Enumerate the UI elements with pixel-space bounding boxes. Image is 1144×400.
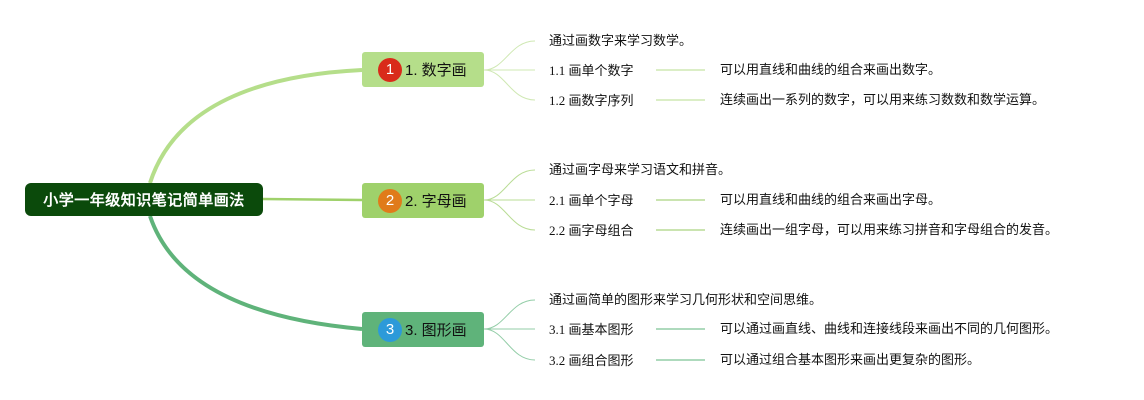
connector-branch-2-desc [483,169,536,201]
subtopic-2-2-detail[interactable]: 连续画出一组字母，可以用来练习拼音和字母组合的发音。 [720,223,1059,238]
root-label: 小学一年级知识笔记简单画法 [43,191,245,209]
branch-label-3: 3. 图形画 [405,322,467,339]
subtopic-2-1-detail[interactable]: 可以用直线和曲线的组合来画出字母。 [720,193,942,208]
connector-branch-3-desc [483,299,536,330]
branch-1-description[interactable]: 通过画数字来学习数学。 [549,34,693,49]
connector-branch-1-desc [483,40,536,71]
number-badge-icon-1: 1 [378,57,402,82]
root-node[interactable]: 小学一年级知识笔记简单画法 [25,183,263,216]
branch-label-2: 2. 字母画 [405,193,467,210]
number-badge-icon-2: 2 [378,188,402,213]
branch-node-1[interactable]: 1 1. 数字画 [362,52,484,87]
subtopic-1-1[interactable]: 1.1 画单个数字 [549,63,634,78]
connector-root-branch-1 [148,68,363,184]
subtopic-1-1-detail[interactable]: 可以用直线和曲线的组合来画出数字。 [720,63,942,78]
branch-2-description[interactable]: 通过画字母来学习语文和拼音。 [549,163,732,178]
number-badge-icon-3: 3 [378,317,402,342]
subtopic-1-2-detail[interactable]: 连续画出一系列的数字，可以用来练习数数和数学运算。 [720,93,1046,108]
branch-label-1: 1. 数字画 [405,62,467,79]
subtopic-2-2[interactable]: 2.2 画字母组合 [549,223,634,238]
subtopic-2-1[interactable]: 2.1 画单个字母 [549,193,634,208]
branch-3-description[interactable]: 通过画简单的图形来学习几何形状和空间思维。 [549,293,823,308]
subtopic-1-2[interactable]: 1.2 画数字序列 [549,93,634,108]
subtopic-3-1-detail[interactable]: 可以通过画直线、曲线和连接线段来画出不同的几何图形。 [720,322,1059,337]
connector-branch-1-sub-2 [483,69,536,101]
connector-root-branch-2 [262,197,363,202]
connector-branch-3-sub-2 [483,328,536,361]
subtopic-3-1[interactable]: 3.1 画基本图形 [549,322,634,337]
branch-node-2[interactable]: 2 2. 字母画 [362,183,484,218]
subtopic-3-2-detail[interactable]: 可以通过组合基本图形来画出更复杂的图形。 [720,353,981,368]
connector-root-branch-3 [148,215,363,331]
subtopic-3-2[interactable]: 3.2 画组合图形 [549,353,634,368]
branch-node-3[interactable]: 3 3. 图形画 [362,312,484,347]
connector-branch-2-sub-2 [483,199,536,231]
